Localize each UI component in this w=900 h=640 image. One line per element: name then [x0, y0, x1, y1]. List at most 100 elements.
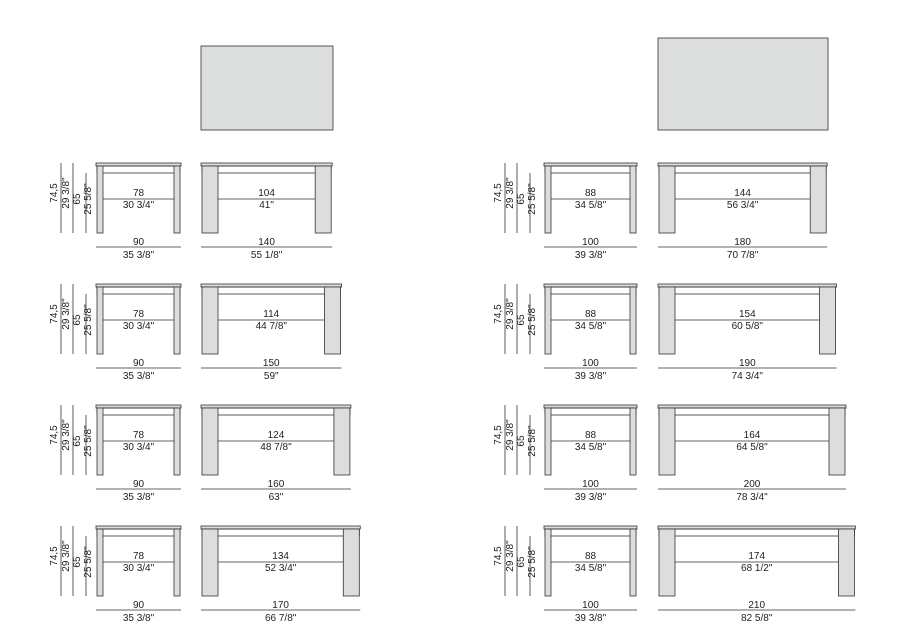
underside-label-inches: 25 5/8" — [83, 183, 94, 215]
front-clearance-label-inches: 44 7/8" — [256, 321, 288, 332]
side-view-apron — [96, 407, 181, 416]
front-clearance-label: 144 — [734, 188, 751, 199]
front-view-leg — [201, 528, 219, 597]
height-label-inches: 29 3/8" — [505, 177, 516, 209]
length-label-inches: 59" — [264, 371, 279, 382]
depth-label-inches: 39 3/8" — [575, 250, 607, 261]
front-view-apron — [658, 165, 827, 174]
side-view-top-slab — [543, 162, 638, 167]
side-view-leg — [629, 528, 637, 597]
front-clearance-label-inches: 68 1/2" — [741, 563, 773, 574]
front-clearance-label: 154 — [739, 309, 756, 320]
length-label: 160 — [268, 479, 285, 490]
length-label: 150 — [263, 358, 280, 369]
side-view-leg — [544, 528, 552, 597]
length-label-inches: 82 5/8" — [741, 613, 773, 624]
front-view-leg — [658, 165, 676, 234]
side-view-leg — [96, 165, 104, 234]
depth-label: 90 — [133, 358, 145, 369]
side-clearance-label-inches: 30 3/4" — [123, 200, 155, 211]
height-label-inches: 29 3/8" — [61, 298, 72, 330]
side-view-apron — [96, 528, 181, 537]
underside-label: 65 — [72, 314, 83, 326]
side-view-apron — [96, 286, 181, 295]
front-view-apron — [658, 528, 855, 537]
side-view-top-slab — [543, 525, 638, 530]
side-clearance-label-inches: 34 5/8" — [575, 442, 607, 453]
underside-label: 65 — [516, 193, 527, 205]
side-view-apron — [544, 165, 637, 174]
front-view-apron — [201, 286, 341, 295]
length-label: 200 — [744, 479, 761, 490]
depth-label: 90 — [133, 600, 145, 611]
side-view-leg — [629, 286, 637, 355]
length-label: 180 — [734, 237, 751, 248]
front-clearance-label-inches: 64 5/8" — [736, 442, 768, 453]
front-view-apron — [201, 528, 360, 537]
height-label-inches: 29 3/8" — [505, 298, 516, 330]
front-view-top-slab — [657, 404, 847, 409]
underside-label: 65 — [516, 435, 527, 447]
side-view-leg — [96, 407, 104, 476]
height-label: 74,5 — [493, 183, 504, 203]
height-label: 74,5 — [493, 304, 504, 324]
front-clearance-label-inches: 48 7/8" — [260, 442, 292, 453]
front-clearance-label-inches: 52 3/4" — [265, 563, 297, 574]
depth-label: 90 — [133, 479, 145, 490]
length-label-inches: 74 3/4" — [732, 371, 764, 382]
front-view-top-slab — [200, 283, 342, 288]
underside-label: 65 — [516, 314, 527, 326]
side-view-top-slab — [95, 404, 182, 409]
length-label-inches: 55 1/8" — [251, 250, 283, 261]
front-clearance-label: 174 — [748, 551, 765, 562]
underside-label-inches: 25 5/8" — [83, 304, 94, 336]
side-view-leg — [173, 286, 181, 355]
depth-label-inches: 39 3/8" — [575, 371, 607, 382]
depth-label: 100 — [582, 358, 599, 369]
height-label: 74,5 — [49, 304, 60, 324]
front-view-leg — [314, 165, 332, 234]
front-clearance-label: 164 — [744, 430, 761, 441]
front-view-top-slab — [200, 162, 333, 167]
side-view-top-slab — [95, 283, 182, 288]
front-view-apron — [658, 286, 837, 295]
underside-label: 65 — [72, 556, 83, 568]
underside-label: 65 — [72, 435, 83, 447]
front-view-top-slab — [200, 404, 352, 409]
front-view-leg — [201, 407, 219, 476]
front-view-top-slab — [657, 283, 838, 288]
front-clearance-label-inches: 41" — [259, 200, 274, 211]
underside-label-inches: 25 5/8" — [527, 546, 538, 578]
front-view-leg — [201, 165, 219, 234]
length-label-inches: 78 3/4" — [736, 492, 768, 503]
front-view-leg — [658, 286, 676, 355]
underside-label-inches: 25 5/8" — [527, 183, 538, 215]
front-view-top-slab — [657, 162, 828, 167]
side-view-leg — [173, 165, 181, 234]
front-view-leg — [342, 528, 360, 597]
front-view-apron — [658, 407, 846, 416]
side-view-apron — [544, 286, 637, 295]
front-view-leg — [838, 528, 855, 597]
side-view-leg — [96, 528, 104, 597]
front-view-leg — [819, 286, 836, 355]
length-label-inches: 70 7/8" — [727, 250, 759, 261]
side-view-apron — [544, 407, 637, 416]
front-clearance-label: 134 — [272, 551, 289, 562]
length-label: 170 — [272, 600, 289, 611]
side-view-leg — [173, 528, 181, 597]
height-label: 74,5 — [49, 425, 60, 445]
side-view-top-slab — [543, 404, 638, 409]
side-view-leg — [544, 286, 552, 355]
depth-label-inches: 39 3/8" — [575, 492, 607, 503]
side-clearance-label: 78 — [133, 430, 145, 441]
underside-label: 65 — [72, 193, 83, 205]
height-label-inches: 29 3/8" — [505, 540, 516, 572]
front-view-apron — [201, 165, 332, 174]
front-clearance-label: 124 — [268, 430, 285, 441]
side-clearance-label-inches: 30 3/4" — [123, 442, 155, 453]
height-label-inches: 29 3/8" — [61, 419, 72, 451]
front-view-top-slab — [657, 525, 856, 530]
length-label-inches: 66 7/8" — [265, 613, 297, 624]
front-clearance-label: 114 — [263, 309, 279, 320]
